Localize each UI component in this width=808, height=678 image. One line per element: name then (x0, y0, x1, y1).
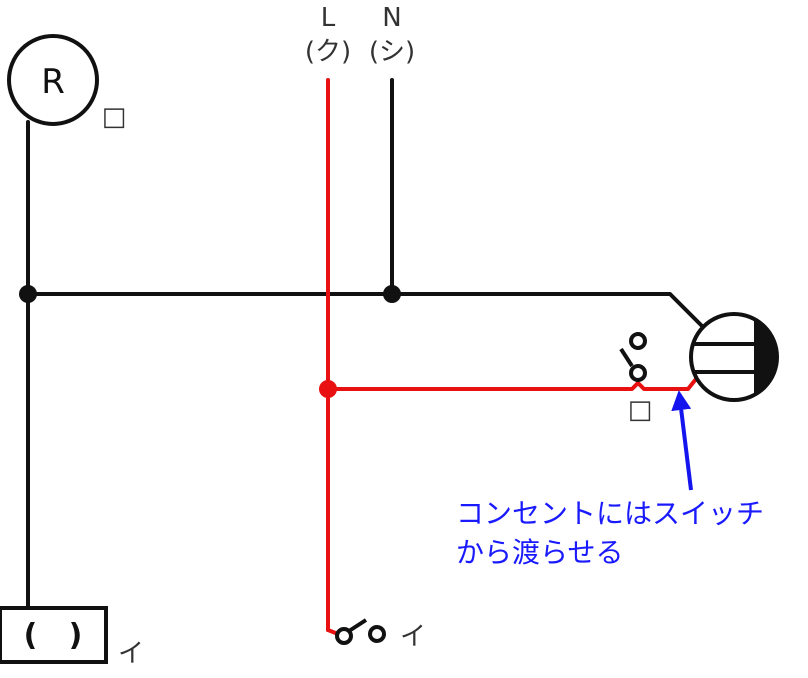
outlet-symbol (689, 312, 779, 402)
switch-right-contact-bottom (629, 364, 647, 382)
lamp-r-circle (7, 34, 99, 126)
line-terminal-label: L (321, 3, 336, 33)
lamp-r-mark: □ (102, 102, 127, 132)
fixture-box-text: ( ) (24, 618, 83, 653)
line-terminal-sublabel: (ク) (305, 37, 351, 67)
switch-bottom-contact-right (368, 625, 386, 643)
switch-bottom-symbol (335, 618, 386, 645)
switch-right-contact-top (629, 332, 647, 350)
switch-bottom-mark: イ (400, 622, 426, 652)
fixture-box: ( ) (0, 606, 108, 664)
junction-dot-live (319, 380, 337, 398)
fixture-box-rect (0, 606, 108, 664)
note-arrow (671, 390, 693, 491)
junction-dot-left (19, 285, 37, 303)
neutral-terminal-label: N (382, 3, 401, 33)
note-line-2: から渡らせる (456, 536, 623, 569)
live-wire-horizontal (326, 372, 702, 391)
junction-dot-neutral (383, 285, 401, 303)
note-line-1: コンセントにはスイッチ (456, 497, 764, 530)
switch-right-symbol (619, 332, 647, 382)
neutral-terminal-sublabel: (シ) (369, 37, 415, 67)
neutral-wire-horizontal (26, 292, 708, 332)
switch-right-mark: □ (628, 395, 653, 425)
switch-bottom-contact-left (335, 627, 353, 645)
lamp-r-symbol: R (7, 34, 99, 126)
switch-right-lever (619, 347, 634, 368)
switch-bottom-lever (347, 618, 368, 633)
neutral-wiring (26, 78, 708, 610)
lamp-r-label: R (41, 62, 65, 102)
outlet-black-segment (754, 319, 777, 395)
fixture-mark: イ (118, 639, 144, 669)
